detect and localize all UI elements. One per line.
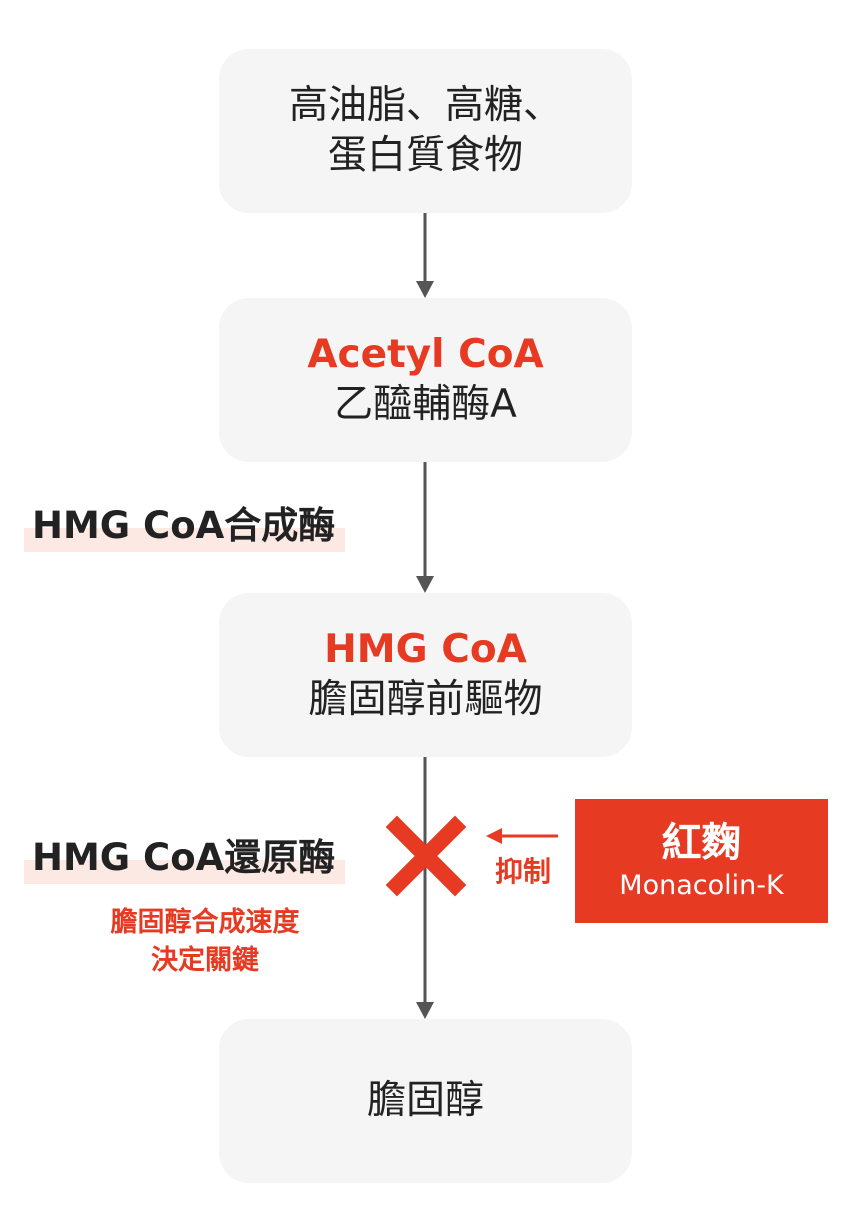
enzyme-synthase-text: HMG CoA合成酶: [32, 504, 336, 547]
enzyme-reductase-highlight: [24, 860, 346, 884]
node-hmg-coa-title: HMG CoA: [324, 627, 527, 672]
node-food-line-1: 高油脂、高糖、: [288, 83, 562, 128]
reductase-note: 膽固醇合成速度 決定關鍵: [60, 904, 350, 980]
arrowhead-2: [416, 576, 434, 593]
enzyme-synthase-label: HMG CoA合成酶: [24, 503, 346, 552]
node-acetyl-coa-title: Acetyl CoA: [307, 332, 544, 377]
node-cholesterol: 膽固醇: [219, 1019, 632, 1183]
node-hmg-coa-subtitle: 膽固醇前驅物: [308, 677, 543, 722]
inhibitor-box: 紅麴 Monacolin-K: [575, 799, 828, 923]
arrowhead-1: [416, 281, 434, 298]
node-hmg-coa: HMG CoA 膽固醇前驅物: [219, 593, 632, 757]
node-acetyl-coa: Acetyl CoA 乙醯輔酶A: [219, 298, 632, 462]
inhibit-label: 抑制: [494, 855, 551, 888]
enzyme-reductase-label: HMG CoA還原酶: [24, 835, 346, 884]
node-cholesterol-label: 膽固醇: [366, 1078, 484, 1123]
inhibitor-name: 紅麴: [661, 820, 742, 866]
block-x-icon: [385, 815, 467, 897]
node-food-line-2: 蛋白質食物: [327, 133, 523, 178]
node-acetyl-coa-subtitle: 乙醯輔酶A: [334, 382, 517, 427]
inhibitor-compound: Monacolin-K: [619, 870, 784, 901]
arrowhead-3: [416, 1002, 434, 1019]
reductase-note-line-1: 膽固醇合成速度: [110, 907, 300, 938]
enzyme-synthase-highlight: [24, 528, 346, 552]
node-food: 高油脂、高糖、 蛋白質食物: [219, 49, 632, 213]
reductase-note-line-2: 決定關鍵: [151, 945, 259, 976]
enzyme-reductase-text: HMG CoA還原酶: [32, 836, 336, 879]
inhibit-arrowhead: [486, 828, 502, 844]
